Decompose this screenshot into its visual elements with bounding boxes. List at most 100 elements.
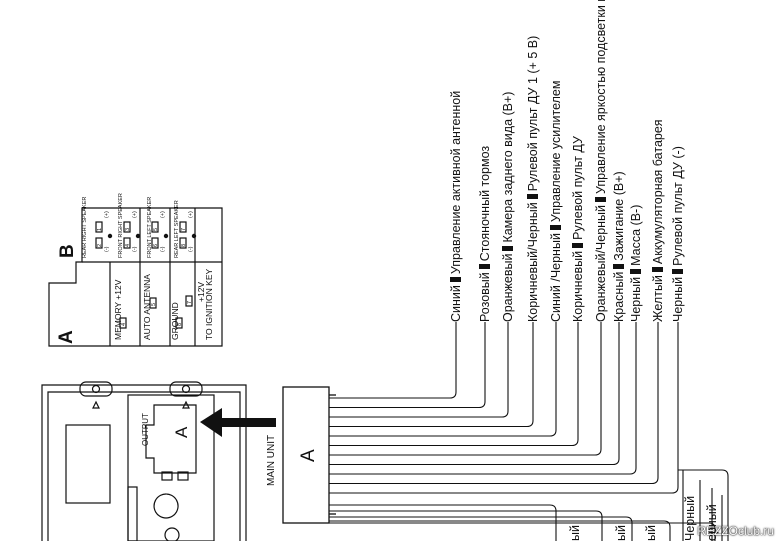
pin-label-auto-antenna: AUTO ANTENNA: [142, 274, 152, 340]
wire-bar-2: [479, 264, 490, 270]
wire-function-10: Аккумуляторная батарея: [651, 119, 665, 265]
plug-letter: A: [172, 426, 191, 438]
wire-bar-11: [672, 268, 683, 274]
wire-11: [329, 322, 679, 494]
pin-label-front-right: FRONT RIGHT SPEAKER: [118, 193, 124, 258]
wire-color-6: Коричневый: [571, 250, 585, 322]
bottom-fragment-2: ый: [614, 525, 628, 541]
pin-sign-plus-3: (+): [160, 211, 166, 218]
pin-sign-plus-1: (+): [104, 211, 110, 218]
wire-1: [329, 322, 457, 399]
wire-2: [329, 322, 486, 409]
pin-num-6: 6: [153, 243, 159, 247]
wire-bar-5: [550, 225, 561, 231]
bottom-fragment-3: ый: [644, 525, 658, 541]
unit-badge: MAX: [129, 506, 136, 522]
pinout-plus-marks: [107, 233, 197, 239]
pin-label-12v: +12V: [196, 281, 206, 302]
pin-label-rear-right: REAR RIGHT SPEAKER: [82, 196, 88, 258]
wire-label-5: Синий /Черный Управление усилителем: [549, 81, 563, 322]
wire-color-3: Оранжевый: [501, 253, 515, 322]
wire-function-7: Управление яркостью подсветки кнопок: [594, 0, 608, 194]
pinout-box: [48, 207, 223, 347]
wire-color-1: Синий: [449, 285, 463, 322]
pin-num-2: 2: [97, 243, 103, 247]
wire-color-10: Желтый: [651, 275, 665, 322]
wire-label-10: Желтый Аккумуляторная батарея: [651, 119, 665, 322]
wire-bar-7: [595, 196, 606, 202]
pin-num-7b: 7: [181, 227, 187, 231]
wire-color-5: Синий /Черный: [549, 233, 563, 322]
lower-wire-2: [329, 510, 603, 541]
right-wire-bend: [678, 469, 729, 541]
wire-bundle: [329, 322, 729, 541]
bottom-fragment-4: Черный: [683, 495, 697, 541]
wire-color-7: Оранжевый/Черный: [594, 204, 608, 322]
pin-label-ignition: TO IGNITION KEY: [204, 268, 214, 340]
wire-color-8: Красный: [612, 271, 626, 322]
wire-color-11: Черный: [671, 276, 685, 322]
wire-bar-10: [652, 267, 663, 273]
connector-b-letter: B: [57, 244, 78, 258]
pin-num-1: 1: [97, 227, 103, 231]
wire-bar-8: [613, 263, 624, 269]
pin-num-5b: 5: [153, 227, 159, 231]
wire-function-3: Камера заднего вида (B+): [501, 91, 515, 243]
bottom-fragment-1: ый: [568, 525, 582, 541]
pin-sign-minus-3: (-): [160, 246, 166, 253]
connector-a-letter: A: [56, 330, 77, 344]
wire-bar-1: [450, 277, 461, 283]
wire-5: [329, 322, 557, 437]
pin-sign-minus-1: (-): [104, 246, 110, 253]
wire-9: [329, 322, 637, 475]
pin-sign-plus-2: (+): [132, 211, 138, 218]
wire-function-11: Рулевой пульт ДУ (-): [671, 146, 685, 266]
wire-label-1: Синий Управление активной антенной: [449, 91, 463, 322]
wire-label-11: Черный Рулевой пульт ДУ (-): [671, 146, 685, 322]
wire-8: [329, 322, 620, 466]
wire-function-1: Управление активной антенной: [449, 90, 463, 275]
wire-color-4: Коричневый/Черный: [526, 202, 540, 322]
connection-arrow: [200, 408, 276, 437]
wire-color-2: Розовый: [478, 272, 492, 322]
pin-label-ground: GROUND: [170, 302, 180, 340]
wire-3: [329, 322, 509, 418]
pin-num-8b: 8: [181, 243, 187, 247]
wire-label-7: Оранжевый/Черный Управление яркостью подс…: [594, 0, 608, 322]
head-unit: [41, 381, 247, 543]
pin-num-3: 3: [125, 227, 131, 231]
watermark: REZZOclub.ru: [697, 524, 774, 538]
pin-label-memory: MEMORY +12V: [113, 279, 123, 340]
pin-sign-minus-2: (-): [132, 246, 138, 253]
pin-num-4a: 4: [121, 322, 127, 326]
pin-num-7a: 7: [187, 300, 193, 304]
wire-function-6: Рулевой пульт ДУ: [571, 136, 585, 240]
output-label: OUTPUT: [141, 413, 150, 446]
wire-label-8: КрасныйЗажигание (В+): [612, 171, 626, 322]
wire-color-9: Черный: [629, 276, 643, 322]
wire-10: [329, 322, 659, 485]
wire-function-2: Стояночный тормоз: [478, 145, 492, 262]
wire-label-6: Коричневый Рулевой пульт ДУ: [571, 136, 585, 322]
pin-label-rear-left: REAR LEFT SPEAKER: [174, 200, 180, 258]
wire-function-5: Управление усилителем: [549, 80, 563, 223]
wire-label-3: Оранжевый Камера заднего вида (B+): [501, 92, 515, 322]
wire-bar-9: [630, 268, 641, 274]
wire-bar-3: [502, 245, 513, 251]
wire-label-2: Розовый Стояночный тормоз: [478, 146, 492, 322]
wire-bar-4: [527, 194, 538, 200]
wire-function-4: Рулевой пульт ДУ 1 (+ 5 В): [526, 35, 540, 192]
lower-wire-5: [329, 522, 716, 541]
pin-num-5a: 5: [151, 302, 157, 306]
main-connector-letter: A: [298, 449, 319, 462]
wire-6: [329, 322, 579, 447]
wire-function-9: Масса (В-): [629, 204, 643, 266]
pin-sign-minus-4: (-): [188, 246, 194, 253]
wire-label-9: Черный Масса (В-): [629, 205, 643, 322]
pin-num-4b: 4: [125, 243, 131, 247]
main-unit-caption: MAIN UNIT: [266, 434, 277, 486]
pin-num-8a: 8: [177, 322, 183, 326]
wire-4: [329, 322, 534, 428]
